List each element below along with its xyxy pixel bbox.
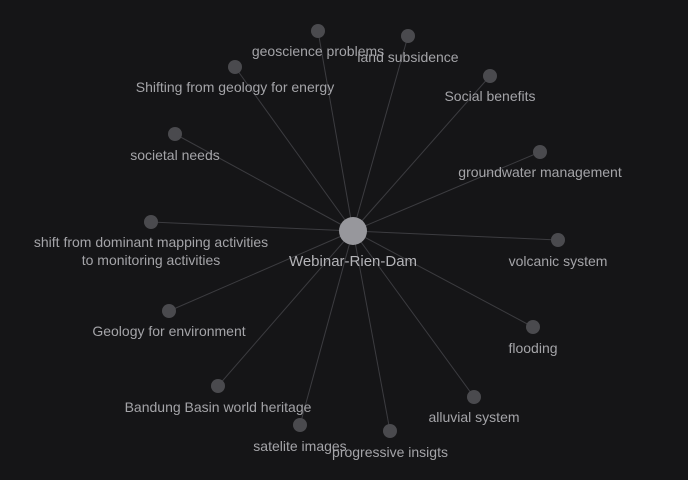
- edge-flooding: [352, 230, 534, 328]
- node-webinar-rien-dam[interactable]: [339, 217, 367, 245]
- node-flooding[interactable]: [526, 320, 540, 334]
- node-label-geology-for-environment[interactable]: Geology for environment: [92, 323, 245, 339]
- center-node-label[interactable]: Webinar-Rien-Dam: [289, 253, 417, 270]
- node-label-land-subsidence[interactable]: land subsidence: [357, 49, 458, 65]
- node-geology-for-environment[interactable]: [162, 304, 176, 318]
- node-label-shift-from-dominant-mapping-activities-line2[interactable]: to monitoring activities: [82, 252, 221, 268]
- node-label-shifting-from-geology-for-energy[interactable]: Shifting from geology for energy: [136, 79, 334, 95]
- node-label-social-benefits[interactable]: Social benefits: [444, 88, 535, 104]
- edge-groundwater-management: [352, 151, 541, 232]
- node-label-shift-from-dominant-mapping-activities[interactable]: shift from dominant mapping activities: [34, 234, 268, 250]
- node-label-alluvial-system[interactable]: alluvial system: [428, 409, 519, 425]
- edge-social-benefits: [352, 75, 491, 232]
- edge-geoscience-problems: [317, 30, 354, 232]
- node-label-bandung-basin-world-heritage[interactable]: Bandung Basin world heritage: [125, 399, 312, 415]
- node-label-progressive-insigts[interactable]: progressive insigts: [332, 444, 448, 460]
- edge-satelite-images: [299, 230, 354, 426]
- node-label-flooding[interactable]: flooding: [508, 340, 557, 356]
- edge-volcanic-system: [352, 230, 559, 241]
- edge-progressive-insigts: [352, 230, 391, 432]
- node-label-volcanic-system[interactable]: volcanic system: [509, 253, 608, 269]
- node-groundwater-management[interactable]: [533, 145, 547, 159]
- edge-geology-for-environment: [168, 230, 354, 312]
- edge-alluvial-system: [352, 230, 475, 398]
- edges-layer: [150, 30, 559, 432]
- node-label-geoscience-problems[interactable]: geoscience problems: [252, 43, 384, 59]
- node-label-satelite-images[interactable]: satelite images: [253, 438, 346, 454]
- node-shifting-from-geology-for-energy[interactable]: [228, 60, 242, 74]
- node-shift-from-dominant-mapping-activities[interactable]: [144, 215, 158, 229]
- node-progressive-insigts[interactable]: [383, 424, 397, 438]
- node-social-benefits[interactable]: [483, 69, 497, 83]
- node-land-subsidence[interactable]: [401, 29, 415, 43]
- edge-land-subsidence: [352, 35, 409, 232]
- node-label-societal-needs[interactable]: societal needs: [130, 147, 220, 163]
- node-volcanic-system[interactable]: [551, 233, 565, 247]
- node-alluvial-system[interactable]: [467, 390, 481, 404]
- node-satelite-images[interactable]: [293, 418, 307, 432]
- node-bandung-basin-world-heritage[interactable]: [211, 379, 225, 393]
- edge-shift-from-dominant-mapping-activities: [150, 221, 354, 232]
- node-societal-needs[interactable]: [168, 127, 182, 141]
- nodes-layer: [144, 24, 565, 438]
- node-label-groundwater-management[interactable]: groundwater management: [458, 164, 622, 180]
- node-geoscience-problems[interactable]: [311, 24, 325, 38]
- edge-shifting-from-geology-for-energy: [234, 66, 354, 232]
- edge-bandung-basin-world-heritage: [217, 230, 354, 387]
- edge-societal-needs: [174, 133, 354, 232]
